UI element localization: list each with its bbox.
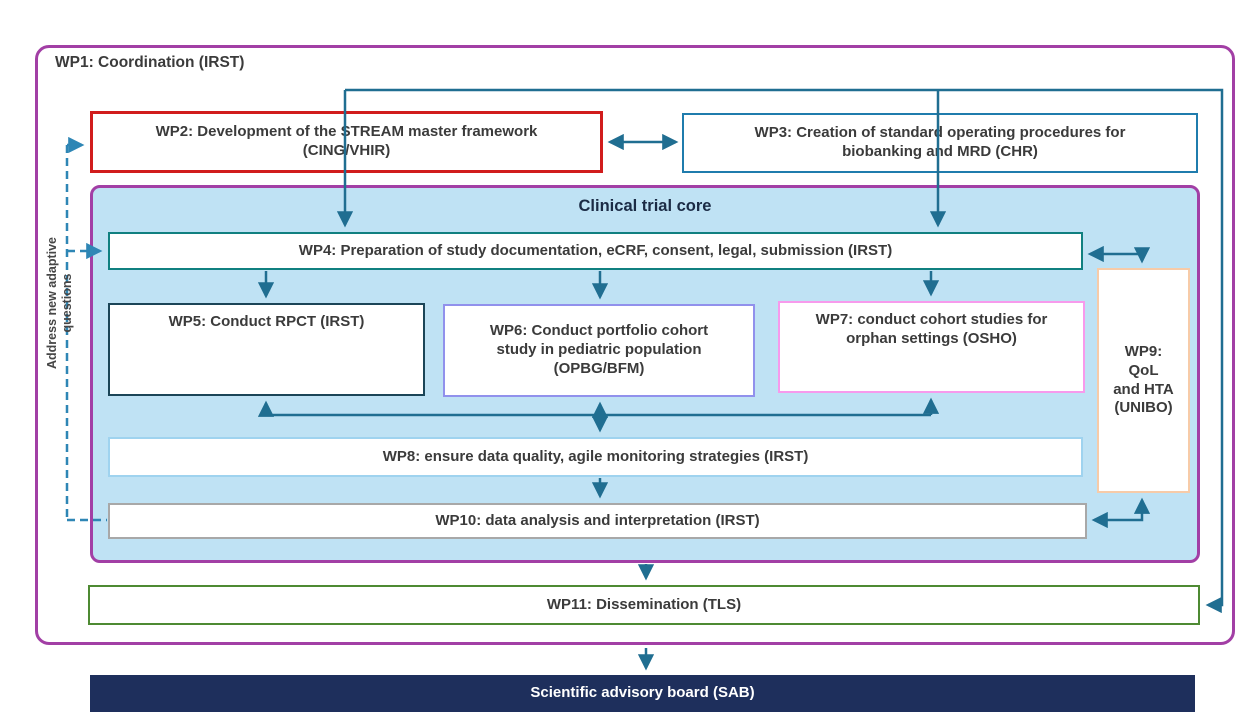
wp1-label: WP1: Coordination (IRST) bbox=[55, 54, 245, 71]
wp4-label: WP4: Preparation of study documentation,… bbox=[298, 241, 893, 259]
wp8-box: WP8: ensure data quality, agile monitori… bbox=[108, 437, 1083, 477]
wp5-label: WP5: Conduct RPCT (IRST) bbox=[168, 313, 365, 330]
wp10-label: WP10: data analysis and interpretation (… bbox=[435, 511, 760, 529]
wp5-box: WP5: Conduct RPCT (IRST) bbox=[108, 303, 425, 396]
wp2-box: WP2: Development of the STREAM master fr… bbox=[90, 111, 603, 173]
wp9-label: WP9: QoL and HTA (UNIBO) bbox=[1113, 343, 1174, 417]
wp6-box: WP6: Conduct portfolio cohort study in p… bbox=[443, 304, 755, 397]
wp3-label: WP3: Creation of standard operating proc… bbox=[754, 124, 1126, 160]
wp7-box: WP7: conduct cohort studies for orphan s… bbox=[778, 301, 1085, 393]
wp7-label: WP7: conduct cohort studies for orphan s… bbox=[815, 311, 1048, 347]
sab-label: Scientific advisory board (SAB) bbox=[530, 684, 755, 702]
wp6-label: WP6: Conduct portfolio cohort study in p… bbox=[489, 322, 709, 377]
wp3-box: WP3: Creation of standard operating proc… bbox=[682, 113, 1198, 173]
wp4-box: WP4: Preparation of study documentation,… bbox=[108, 232, 1083, 270]
wp10-box: WP10: data analysis and interpretation (… bbox=[108, 503, 1087, 539]
wp11-box: WP11: Dissemination (TLS) bbox=[88, 585, 1200, 625]
sab-box: Scientific advisory board (SAB) bbox=[90, 675, 1195, 712]
side-note-adaptive-questions: Address new adaptive questions bbox=[45, 237, 74, 369]
wp8-label: WP8: ensure data quality, agile monitori… bbox=[382, 447, 809, 465]
wp11-label: WP11: Dissemination (TLS) bbox=[546, 595, 742, 613]
wp9-box: WP9: QoL and HTA (UNIBO) bbox=[1097, 268, 1190, 493]
clinical-trial-core-title: Clinical trial core bbox=[578, 197, 712, 215]
wp2-label: WP2: Development of the STREAM master fr… bbox=[155, 123, 538, 159]
